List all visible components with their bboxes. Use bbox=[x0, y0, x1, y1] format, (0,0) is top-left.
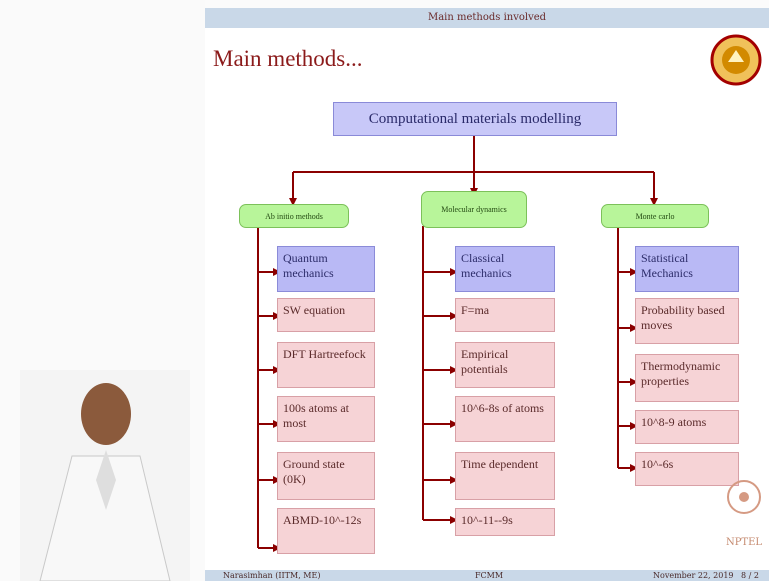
mc-item-5: 10^-6s bbox=[635, 452, 739, 486]
footer-page: 8 / 2 bbox=[741, 571, 759, 580]
mc-item-2: Probability based moves bbox=[635, 298, 739, 344]
slide-title: Main methods... bbox=[213, 46, 363, 71]
mc-item-1: Statistical Mechanics bbox=[635, 246, 739, 292]
footer-date: November 22, 2019 bbox=[653, 571, 734, 580]
ab-initio-item-6: ABMD-10^-12s bbox=[277, 508, 375, 554]
branch-monte-carlo: Monte carlo bbox=[601, 204, 709, 228]
slide-footer: Narasimhan (IITM, ME) FCMM November 22, … bbox=[205, 570, 769, 581]
presenter-image bbox=[20, 370, 190, 581]
ab-initio-item-2: SW equation bbox=[277, 298, 375, 332]
ab-initio-item-5: Ground state (0K) bbox=[277, 452, 375, 500]
institute-logo bbox=[710, 34, 762, 86]
branch-molecular-dynamics: Molecular dynamics bbox=[421, 191, 527, 228]
footer-course: FCMM bbox=[475, 571, 504, 580]
nptel-label: NPTEL bbox=[726, 537, 762, 548]
root-box: Computational materials modelling bbox=[333, 102, 617, 136]
slide: Main methods involved Main methods... bbox=[205, 8, 769, 581]
md-item-2: F=ma bbox=[455, 298, 555, 332]
nptel-watermark: NPTEL bbox=[726, 480, 762, 548]
md-item-5: Time dependent bbox=[455, 452, 555, 500]
md-item-4: 10^6-8s of atoms bbox=[455, 396, 555, 442]
mc-item-4: 10^8-9 atoms bbox=[635, 410, 739, 444]
md-item-3: Empirical potentials bbox=[455, 342, 555, 388]
ab-initio-item-4: 100s atoms at most bbox=[277, 396, 375, 442]
slide-top-label: Main methods involved bbox=[205, 8, 769, 28]
footer-author: Narasimhan (IITM, ME) bbox=[223, 571, 321, 580]
md-item-6: 10^-11--9s bbox=[455, 508, 555, 536]
mc-item-3: Thermodynamic properties bbox=[635, 354, 739, 402]
md-item-1: Classical mechanics bbox=[455, 246, 555, 292]
ab-initio-item-3: DFT Hartreefock bbox=[277, 342, 375, 388]
branch-ab-initio: Ab initio methods bbox=[239, 204, 349, 228]
ab-initio-item-1: Quantum mechanics bbox=[277, 246, 375, 292]
